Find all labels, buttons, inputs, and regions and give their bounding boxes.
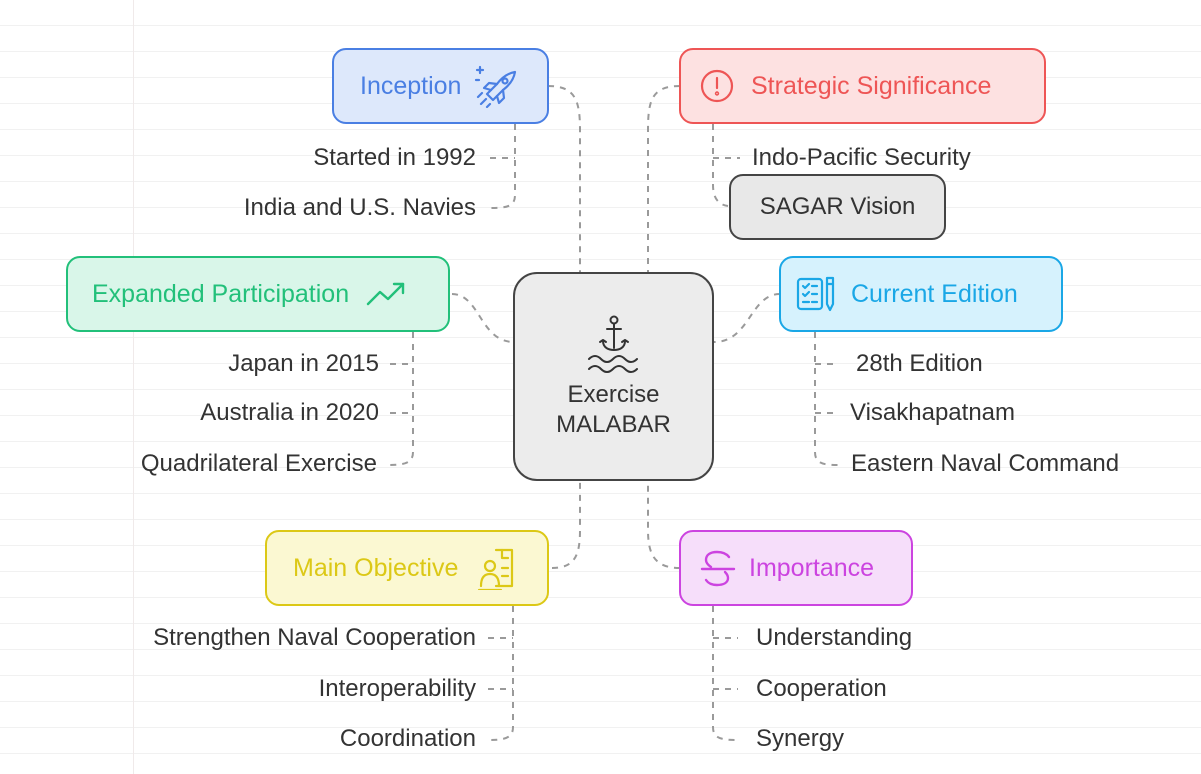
leaf-importance-1: Cooperation (756, 675, 887, 702)
leaf-expanded-2: Quadrilateral Exercise (140, 450, 377, 477)
node-strategic-label: Strategic Significance (751, 71, 992, 100)
connector-current (713, 293, 781, 343)
leaf-strategic-1: SAGAR Vision (759, 193, 916, 220)
node-current-label: Current Edition (851, 279, 1018, 308)
leaf-current-0: 28th Edition (856, 350, 983, 377)
node-current[interactable]: Current Edition (779, 256, 1063, 332)
central-node-line1: Exercise (567, 380, 660, 408)
leaf-importance-2: Synergy (756, 725, 845, 752)
connector-inception-leaves (489, 124, 516, 209)
leaf-objective-2: Coordination (339, 725, 476, 752)
leaf-importance-0: Understanding (756, 624, 913, 651)
node-expanded[interactable]: Expanded Participation (66, 256, 450, 332)
connector-strategic (647, 85, 681, 272)
node-objective-label: Main Objective (293, 553, 459, 582)
checklist-pen-icon (796, 276, 835, 312)
anchor-waves-icon (587, 315, 638, 373)
central-node-line2: MALABAR (556, 410, 671, 438)
leaf-expanded-1: Australia in 2020 (200, 399, 379, 426)
connector-objective-leaves (487, 606, 514, 741)
alert-circle-icon (700, 69, 734, 103)
node-strategic[interactable]: Strategic Significance (679, 48, 1046, 124)
node-importance-label: Importance (749, 553, 875, 582)
leaf-inception-0: Started in 1992 (313, 144, 476, 171)
connector-inception (547, 85, 581, 272)
target-person-icon (478, 548, 514, 590)
leaf-objective-0: Strengthen Naval Cooperation (153, 624, 476, 651)
connector-current-leaves (814, 332, 839, 466)
leaf-inception-1: India and U.S. Navies (243, 194, 476, 221)
rocket-icon (475, 65, 517, 108)
node-importance[interactable]: Importance (679, 530, 913, 606)
connector-importance (647, 481, 681, 569)
node-sagar-vision[interactable]: SAGAR Vision (729, 174, 946, 240)
leaf-strategic-0: Indo-Pacific Security (752, 144, 971, 171)
connector-expanded (451, 293, 515, 343)
node-inception[interactable]: Inception (332, 48, 549, 124)
leaf-objective-1: Interoperability (318, 675, 476, 702)
leaf-current-2: Eastern Naval Command (851, 450, 1120, 477)
connector-expanded-leaves (387, 332, 414, 466)
trend-up-icon (366, 282, 405, 306)
margin-line (133, 0, 134, 774)
strikethrough-s-icon (700, 550, 736, 587)
node-inception-label: Inception (360, 71, 462, 100)
node-expanded-label: Expanded Participation (92, 279, 350, 308)
central-node-exercise-malabar[interactable]: Exercise MALABAR (513, 272, 714, 481)
leaf-current-1: Visakhapatnam (850, 399, 1015, 426)
connector-strategic-leaves (712, 124, 740, 207)
node-objective[interactable]: Main Objective (265, 530, 549, 606)
connector-objective (551, 481, 581, 569)
connector-importance-leaves (712, 606, 739, 741)
leaf-expanded-0: Japan in 2015 (228, 350, 379, 377)
